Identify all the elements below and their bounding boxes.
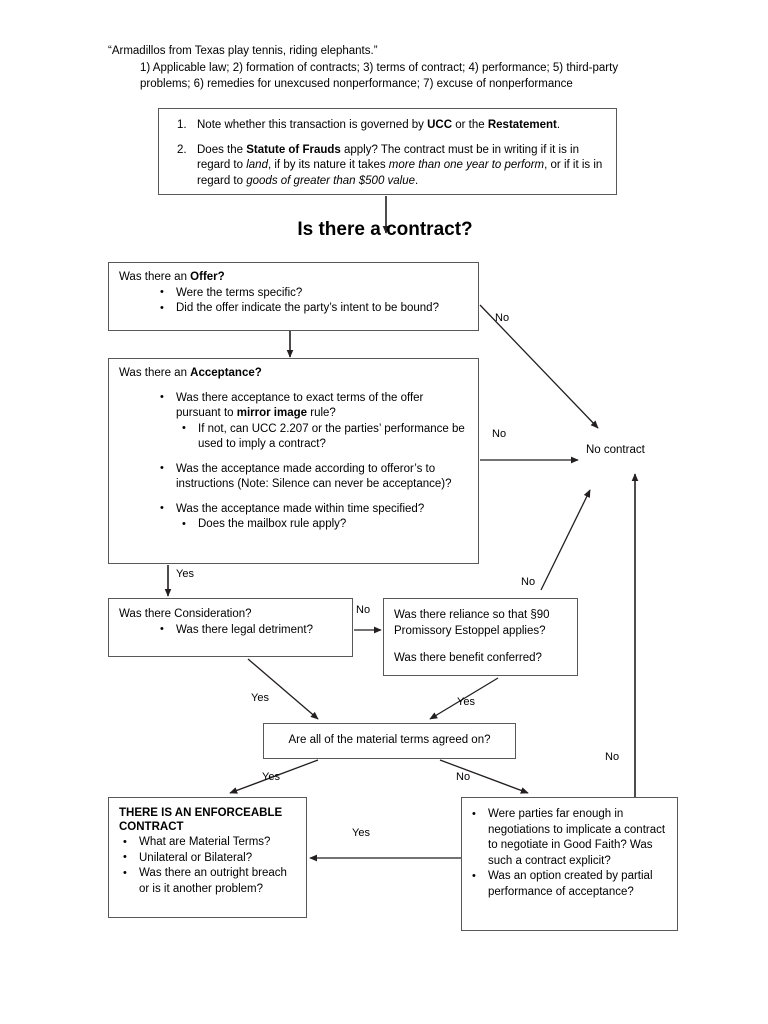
edge-label-goodfaith-yes: Yes — [352, 827, 370, 839]
acceptance-bullets-group-2: Was the acceptance made according to off… — [156, 461, 470, 493]
edge-reliance-no — [540, 489, 591, 591]
offer-box-bullets: Were the terms specific? Did the offer i… — [156, 285, 470, 317]
good-faith-negotiation-box: Were parties far enough in negotiations … — [461, 797, 678, 931]
edge-label-material-no: No — [456, 771, 471, 783]
acceptance-bullet-2: Was the acceptance made according to off… — [156, 461, 470, 493]
edge-label-offer-no: No — [495, 312, 510, 324]
enforceable-contract-box: THERE IS AN ENFORCEABLE CONTRACT What ar… — [108, 797, 307, 918]
intro-quote: “Armadillos from Texas play tennis, ridi… — [108, 45, 378, 57]
enforceable-bullet-1: What are Material Terms? — [119, 835, 300, 851]
acceptance-box: Was there an Acceptance? Was there accep… — [108, 358, 479, 564]
offer-bullet-2: Did the offer indicate the party’s inten… — [156, 301, 470, 317]
edge-label-goodfaith-no: No — [605, 751, 620, 763]
enforceable-bullets: What are Material Terms? Unilateral or B… — [119, 835, 300, 897]
edge-label-consideration-no: No — [356, 604, 371, 616]
acceptance-bullet-3: Was the acceptance made within time spec… — [156, 501, 470, 518]
edge-label-reliance-yes: Yes — [457, 696, 475, 708]
acceptance-bullets-group-3: Was the acceptance made within time spec… — [156, 501, 470, 518]
offer-box-heading: Was there an Offer? — [119, 271, 225, 283]
threshold-item-2: 2. Does the Statute of Frauds apply? The… — [171, 143, 604, 190]
edge-label-reliance-no: No — [521, 576, 536, 588]
good-faith-bullet-1: Were parties far enough in negotiations … — [468, 807, 669, 869]
material-terms-text: Are all of the material terms agreed on? — [288, 734, 491, 747]
edge-label-material-yes: Yes — [262, 771, 280, 783]
reliance-box: Was there reliance so that §90 Promissor… — [383, 598, 578, 676]
threshold-item-2-marker: 2. — [177, 143, 187, 156]
enforceable-heading: THERE IS AN ENFORCEABLE CONTRACT — [119, 807, 283, 833]
edge-label-consideration-yes: Yes — [251, 692, 269, 704]
consideration-box: Was there Consideration? Was there legal… — [108, 598, 353, 657]
no-contract-terminal: No contract — [586, 444, 645, 456]
intro-topic-list: 1) Applicable law; 2) formation of contr… — [140, 62, 619, 90]
threshold-item-2-text: Does the Statute of Frauds apply? The co… — [197, 143, 603, 187]
acceptance-bullets-sub-3: Does the mailbox rule apply? — [178, 517, 470, 533]
acceptance-bullet-1-sub: If not, can UCC 2.207 or the parties’ pe… — [178, 421, 470, 453]
material-terms-box: Are all of the material terms agreed on? — [263, 723, 516, 759]
acceptance-bullet-1: Was there acceptance to exact terms of t… — [156, 390, 470, 422]
acceptance-box-heading: Was there an Acceptance? — [119, 367, 262, 379]
good-faith-bullets: Were parties far enough in negotiations … — [468, 807, 669, 900]
consideration-heading: Was there Consideration? — [119, 608, 252, 620]
consideration-bullet-1: Was there legal detriment? — [156, 622, 344, 639]
edge-label-acceptance-no: No — [492, 428, 507, 440]
offer-box: Was there an Offer? Were the terms speci… — [108, 262, 479, 331]
edge-material-no — [439, 759, 529, 794]
threshold-questions-box: 1. Note whether this transaction is gove… — [158, 108, 617, 195]
enforceable-bullet-2: Unilateral or Bilateral? — [119, 850, 300, 867]
page-title: Is there a contract? — [297, 219, 473, 240]
consideration-bullets: Was there legal detriment? — [156, 622, 344, 639]
edge-label-acceptance-yes: Yes — [176, 568, 194, 580]
acceptance-bullets-sub-1: If not, can UCC 2.207 or the parties’ pe… — [178, 421, 470, 453]
reliance-line-2: Was there benefit conferred? — [394, 652, 542, 664]
threshold-item-1-marker: 1. — [177, 119, 187, 131]
threshold-item-1: 1. Note whether this transaction is gove… — [171, 118, 604, 134]
enforceable-bullet-3: Was there an outright breach or is it an… — [119, 866, 300, 897]
acceptance-bullets-group-1: Was there acceptance to exact terms of t… — [156, 390, 470, 422]
good-faith-bullet-2: Was an option created by partial perform… — [468, 869, 669, 900]
edge-consideration-yes — [247, 658, 319, 720]
acceptance-bullet-3-sub: Does the mailbox rule apply? — [178, 517, 470, 533]
threshold-item-1-text: Note whether this transaction is governe… — [197, 119, 561, 131]
offer-bullet-1: Were the terms specific? — [156, 285, 470, 302]
reliance-line-1: Was there reliance so that §90 Promissor… — [394, 609, 550, 637]
